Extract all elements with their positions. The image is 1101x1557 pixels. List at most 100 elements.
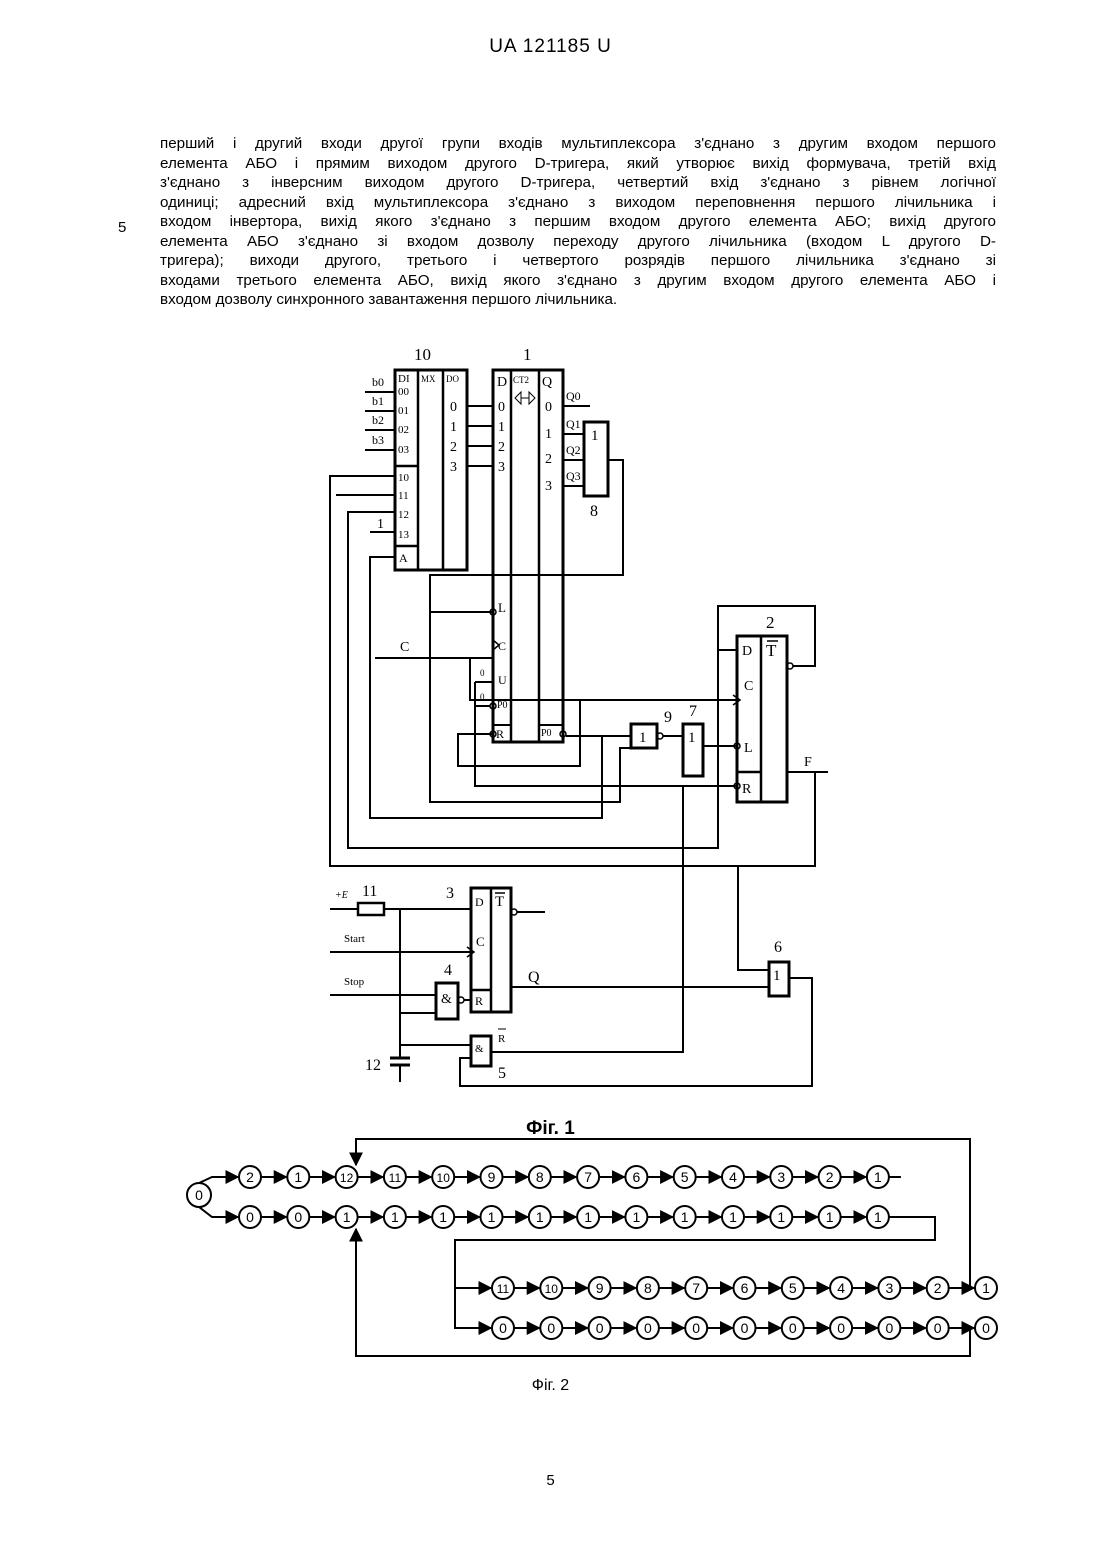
state-label: 1 [777, 1209, 785, 1225]
state-node: 0 [685, 1317, 707, 1339]
state-label: 2 [934, 1280, 942, 1296]
state-label: 11 [497, 1282, 510, 1296]
state-label: 1 [826, 1209, 834, 1225]
transition-path [199, 1207, 238, 1217]
state-node: 0 [975, 1317, 997, 1339]
state-label: 1 [391, 1209, 399, 1225]
state-label: 6 [741, 1280, 749, 1296]
state-node: 2 [239, 1166, 261, 1188]
state-node: 1 [674, 1206, 696, 1228]
state-node: 7 [685, 1277, 707, 1299]
state-label: 9 [596, 1280, 604, 1296]
transition-path [455, 1288, 491, 1328]
state-label: 1 [536, 1209, 544, 1225]
state-label: 3 [886, 1280, 894, 1296]
state-node: 10 [432, 1166, 454, 1188]
state-node: 2 [927, 1277, 949, 1299]
state-label: 9 [488, 1169, 496, 1185]
state-label: 1 [294, 1169, 302, 1185]
state-node: 1 [287, 1166, 309, 1188]
transition-path [356, 1229, 997, 1356]
state-label: 1 [584, 1209, 592, 1225]
state-node: 3 [878, 1277, 900, 1299]
state-label: 1 [874, 1169, 882, 1185]
state-label: 0 [886, 1320, 894, 1336]
state-label: 4 [729, 1169, 737, 1185]
state-node: 0 [782, 1317, 804, 1339]
state-label: 3 [777, 1169, 785, 1185]
state-label: 1 [633, 1209, 641, 1225]
state-label: 0 [789, 1320, 797, 1336]
state-node: 1 [384, 1206, 406, 1228]
state-node: 0 [637, 1317, 659, 1339]
state-node: 0 [830, 1317, 852, 1339]
state-label: 1 [874, 1209, 882, 1225]
state-node: 1 [577, 1206, 599, 1228]
state-label: 11 [389, 1171, 402, 1185]
state-node: 9 [481, 1166, 503, 1188]
state-node: 0 [239, 1206, 261, 1228]
state-label: 6 [633, 1169, 641, 1185]
state-node: 11 [384, 1166, 406, 1188]
state-label: 10 [437, 1171, 451, 1185]
figure-2-nodes: 0211211109876543210011111111111111109876… [187, 1166, 997, 1339]
state-node: 11 [492, 1277, 514, 1299]
state-label: 5 [681, 1169, 689, 1185]
state-node: 1 [867, 1206, 889, 1228]
state-label: 0 [934, 1320, 942, 1336]
state-node: 3 [770, 1166, 792, 1188]
state-label: 0 [692, 1320, 700, 1336]
state-label: 0 [195, 1187, 203, 1203]
state-node: 10 [540, 1277, 562, 1299]
page-number: 5 [0, 1472, 1101, 1489]
state-label: 4 [837, 1280, 845, 1296]
state-node: 1 [481, 1206, 503, 1228]
state-node: 9 [589, 1277, 611, 1299]
state-node: 4 [722, 1166, 744, 1188]
state-label: 7 [584, 1169, 592, 1185]
transition-path [199, 1177, 238, 1183]
state-label: 1 [681, 1209, 689, 1225]
state-label: 2 [826, 1169, 834, 1185]
state-node: 0 [589, 1317, 611, 1339]
state-label: 0 [982, 1320, 990, 1336]
state-node: 1 [529, 1206, 551, 1228]
state-node: 1 [975, 1277, 997, 1299]
state-label: 0 [741, 1320, 749, 1336]
state-label: 1 [343, 1209, 351, 1225]
state-node: 1 [770, 1206, 792, 1228]
state-label: 5 [789, 1280, 797, 1296]
state-label: 0 [246, 1209, 254, 1225]
state-node: 7 [577, 1166, 599, 1188]
state-label: 7 [692, 1280, 700, 1296]
state-node: 4 [830, 1277, 852, 1299]
state-node: 0 [187, 1183, 211, 1207]
state-node: 0 [492, 1317, 514, 1339]
state-node: 1 [819, 1206, 841, 1228]
state-label: 0 [294, 1209, 302, 1225]
state-label: 1 [729, 1209, 737, 1225]
state-node: 6 [625, 1166, 647, 1188]
state-label: 0 [499, 1320, 507, 1336]
state-label: 0 [547, 1320, 555, 1336]
state-node: 1 [336, 1206, 358, 1228]
state-node: 8 [529, 1166, 551, 1188]
state-node: 0 [734, 1317, 756, 1339]
state-node: 6 [734, 1277, 756, 1299]
state-node: 0 [287, 1206, 309, 1228]
state-label: 0 [596, 1320, 604, 1336]
state-node: 12 [336, 1166, 358, 1188]
state-label: 1 [439, 1209, 447, 1225]
state-node: 1 [722, 1206, 744, 1228]
state-node: 5 [782, 1277, 804, 1299]
state-label: 1 [982, 1280, 990, 1296]
state-node: 0 [927, 1317, 949, 1339]
figure-2-caption: Фіг. 2 [0, 1377, 1101, 1395]
state-label: 0 [644, 1320, 652, 1336]
state-label: 1 [488, 1209, 496, 1225]
state-label: 2 [246, 1169, 254, 1185]
state-label: 8 [644, 1280, 652, 1296]
state-label: 12 [340, 1171, 354, 1185]
state-node: 1 [432, 1206, 454, 1228]
state-label: 8 [536, 1169, 544, 1185]
